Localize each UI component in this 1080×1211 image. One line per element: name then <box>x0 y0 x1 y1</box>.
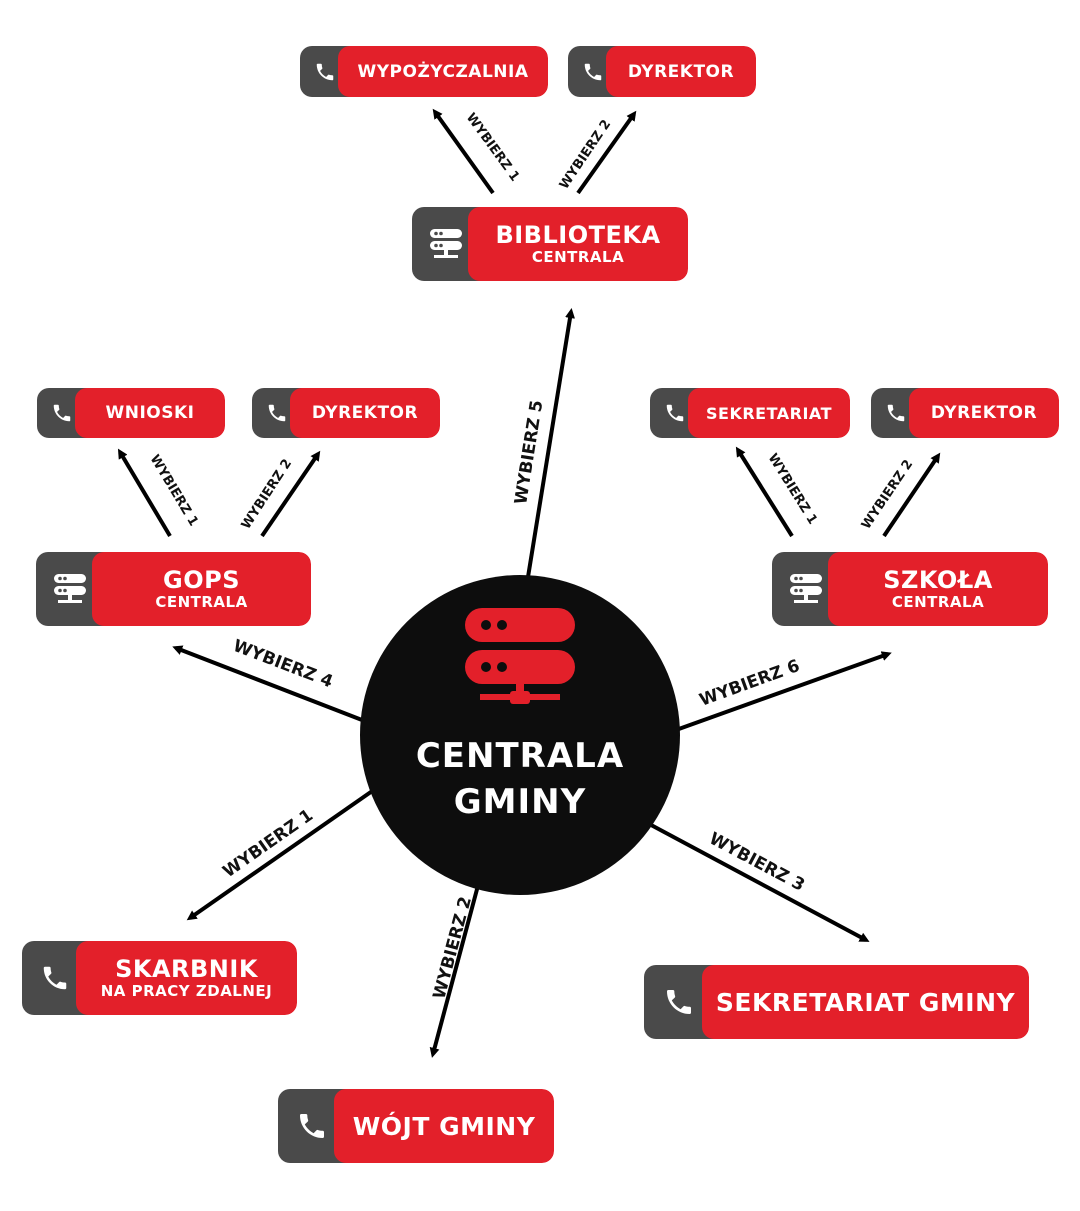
node-subtitle: CENTRALA <box>155 593 248 611</box>
label-gops-2: WYBIERZ 2 <box>239 457 295 533</box>
node-sekretariat-gminy-label: SEKRETARIAT GMINY <box>702 965 1029 1039</box>
label-szk-2: WYBIERZ 2 <box>859 457 916 532</box>
label-bib-1: WYBIERZ 1 <box>463 111 522 185</box>
node-title: SKARBNIK <box>115 955 258 983</box>
edge-wojt <box>429 877 482 1058</box>
node-label: SEKRETARIAT <box>688 388 850 438</box>
node-label: WYPOŻYCZALNIA <box>338 46 548 97</box>
label-to-wojt: WYBIERZ 2 <box>430 895 477 1002</box>
node-label: DYREKTOR <box>290 388 440 438</box>
node-szkola[interactable]: SZKOŁA CENTRALA <box>772 552 1048 626</box>
node-bib-dyrektor[interactable]: DYREKTOR <box>568 46 756 97</box>
node-subtitle: NA PRACY ZDALNEJ <box>100 982 273 1000</box>
node-biblioteka[interactable]: BIBLIOTEKA CENTRALA <box>412 207 688 281</box>
node-subtitle: CENTRALA <box>891 593 985 611</box>
node-bib-wypozyczalnia[interactable]: WYPOŻYCZALNIA <box>300 46 548 97</box>
edge-sekretariat <box>637 816 870 942</box>
edge-bib-2 <box>576 110 637 195</box>
edge-szkola <box>675 651 892 732</box>
node-szkola-label: SZKOŁA CENTRALA <box>828 552 1048 626</box>
hub-title-line2: GMINY <box>453 782 587 822</box>
node-szk-sekretariat[interactable]: SEKRETARIAT <box>650 388 850 438</box>
node-szk-dyrektor[interactable]: DYREKTOR <box>871 388 1059 438</box>
node-gops-wnioski[interactable]: WNIOSKI <box>37 388 225 438</box>
node-skarbnik-label: SKARBNIK NA PRACY ZDALNEJ <box>76 941 297 1015</box>
node-subtitle: CENTRALA <box>531 248 625 266</box>
node-gops-label: GOPS CENTRALA <box>92 552 311 626</box>
node-wojt-label: WÓJT GMINY <box>334 1089 554 1163</box>
edge-szk-2 <box>882 452 941 538</box>
label-gops-1: WYBIERZ 1 <box>147 452 201 529</box>
node-label: DYREKTOR <box>909 388 1059 438</box>
edge-skarbnik <box>186 785 380 921</box>
edge-biblioteka <box>526 308 575 578</box>
node-label: WNIOSKI <box>75 388 225 438</box>
node-title: SZKOŁA <box>883 566 993 594</box>
server-network-icon <box>465 608 575 704</box>
hub-title-line1: CENTRALA <box>415 736 625 776</box>
node-wojt[interactable]: WÓJT GMINY <box>278 1089 554 1163</box>
edge-gops-1 <box>117 448 172 538</box>
edge-gops-2 <box>260 450 321 538</box>
node-sekretariat-gminy[interactable]: SEKRETARIAT GMINY <box>644 965 1029 1039</box>
node-gops-dyrektor[interactable]: DYREKTOR <box>252 388 440 438</box>
edge-bib-1 <box>432 108 495 195</box>
edge-gops <box>172 645 363 722</box>
node-label: DYREKTOR <box>606 46 756 97</box>
edge-szk-1 <box>735 446 794 538</box>
label-to-gops: WYBIERZ 4 <box>230 636 335 692</box>
node-biblioteka-label: BIBLIOTEKA CENTRALA <box>468 207 688 281</box>
label-szk-1: WYBIERZ 1 <box>765 451 820 527</box>
node-title: GOPS <box>163 566 240 594</box>
label-to-skarbnik: WYBIERZ 1 <box>219 805 317 882</box>
node-skarbnik[interactable]: SKARBNIK NA PRACY ZDALNEJ <box>22 941 297 1015</box>
node-gops[interactable]: GOPS CENTRALA <box>36 552 311 626</box>
node-title: BIBLIOTEKA <box>495 221 661 249</box>
